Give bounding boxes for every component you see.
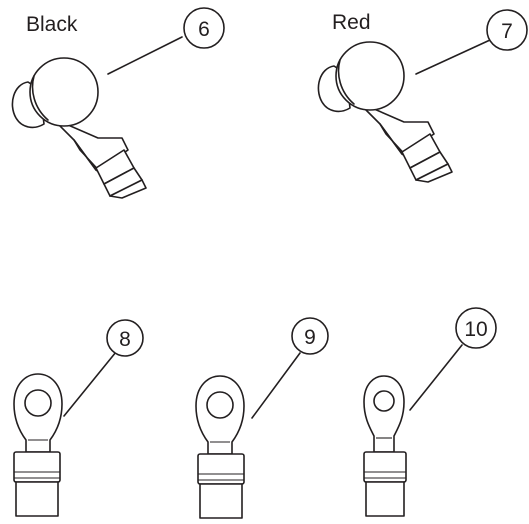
callout-number: 10	[464, 318, 487, 341]
leader-line-9	[251, 352, 301, 419]
red-label: Red	[332, 11, 371, 34]
callout-10: 10	[455, 307, 497, 349]
black-battery-clip	[11, 57, 147, 199]
ring-terminal-10	[363, 375, 407, 517]
callout-7: 7	[486, 9, 528, 51]
callout-6: 6	[183, 7, 225, 49]
black-label: Black	[26, 13, 78, 36]
callout-8: 8	[106, 319, 144, 357]
callout-number: 6	[198, 18, 210, 41]
leader-line-8	[63, 351, 117, 417]
callout-number: 9	[304, 326, 316, 349]
ring-terminal-9	[195, 375, 245, 519]
leader-line-10	[409, 344, 463, 411]
leader-line-6	[107, 36, 183, 75]
callout-number: 7	[501, 20, 513, 43]
leader-line-7	[415, 39, 491, 75]
red-battery-clip	[317, 41, 453, 183]
ring-terminal-8	[13, 373, 63, 517]
callout-9: 9	[291, 317, 329, 355]
callout-number: 8	[119, 328, 131, 351]
